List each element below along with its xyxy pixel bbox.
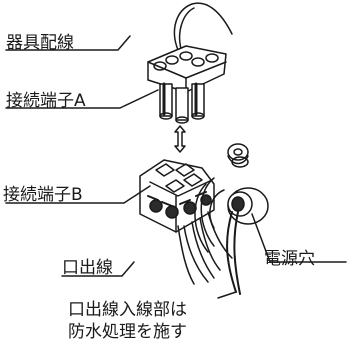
label-lead-wire: 口出線 xyxy=(62,258,113,278)
label-note-line2: 防水処理を施す xyxy=(68,322,187,342)
terminal-a-block xyxy=(147,45,227,124)
leader-power-hole xyxy=(251,213,347,263)
label-terminal-b: 接続端子B xyxy=(3,185,83,205)
leader-lead-wire xyxy=(61,261,135,277)
label-power-hole: 電源穴 xyxy=(264,249,315,269)
wire-swirl xyxy=(200,177,215,247)
fixture-wiring-cable xyxy=(173,2,233,51)
leader-terminal-a xyxy=(5,89,159,109)
leader-fixture-wiring xyxy=(5,35,131,51)
connect-arrow-icon xyxy=(174,125,186,153)
leader-note xyxy=(217,291,237,299)
leader-terminal-b xyxy=(5,185,151,204)
wire-swirl-2 xyxy=(194,183,209,253)
label-fixture-wiring: 器具配線 xyxy=(6,33,74,53)
label-terminal-a: 接続端子A xyxy=(6,91,86,111)
small-grommet xyxy=(227,143,249,168)
label-note-line1: 口出線入線部は xyxy=(68,300,187,320)
power-hole-grommet xyxy=(209,187,269,295)
